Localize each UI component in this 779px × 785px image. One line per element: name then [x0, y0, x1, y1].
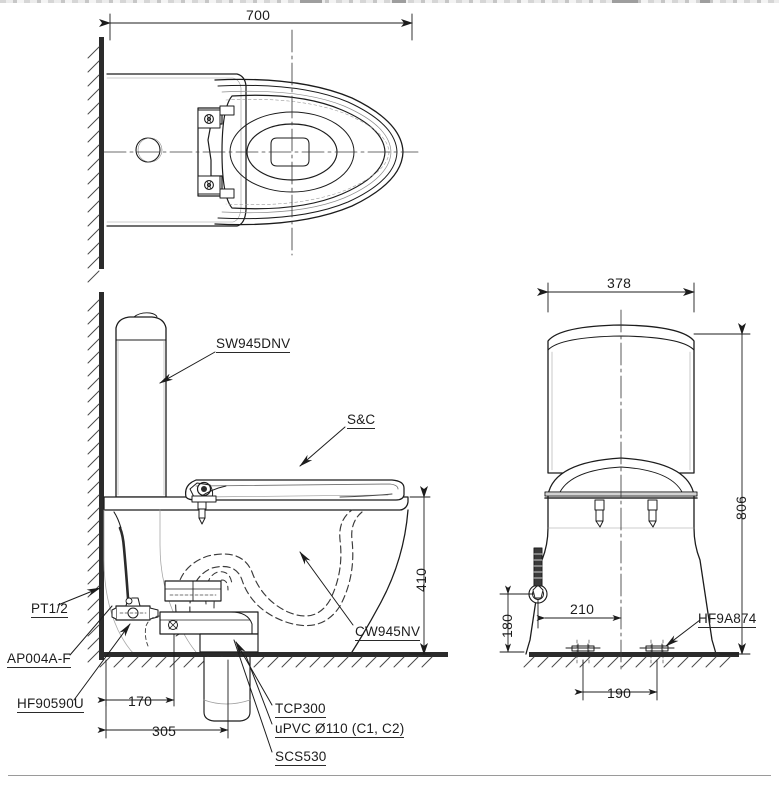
dimension-210: 210: [570, 601, 595, 617]
label-sw945dnv: SW945DNV: [216, 336, 291, 353]
dimension-180: 180: [499, 613, 515, 638]
side-view-geometry: [57, 292, 448, 753]
label-hf9a874: HF9A874: [698, 611, 757, 628]
label-pt12: PT1/2: [31, 601, 69, 618]
label-ap004a-f: AP004A-F: [7, 651, 71, 668]
top-view-geometry: [87, 13, 419, 283]
dimension-378: 378: [607, 275, 632, 291]
dimension-190: 190: [607, 685, 632, 701]
label-hf90590u: HF90590U: [17, 696, 84, 713]
dimension-170: 170: [128, 693, 153, 709]
label-s-and-c: S&C: [347, 412, 376, 429]
label-cw945nv: CW945NV: [355, 624, 421, 641]
front-view-geometry: [499, 282, 751, 701]
label-scs530: SCS530: [275, 749, 327, 766]
dimension-305: 305: [152, 723, 177, 739]
footer-rule: [8, 775, 771, 776]
dimension-410: 410: [413, 567, 429, 592]
label-upvc: uPVC Ø110 (C1, C2): [275, 721, 405, 738]
scan-artifact-strip: [0, 0, 779, 3]
dimension-806: 806: [733, 495, 749, 520]
dimension-700: 700: [246, 7, 271, 23]
label-tcp300: TCP300: [275, 701, 326, 718]
